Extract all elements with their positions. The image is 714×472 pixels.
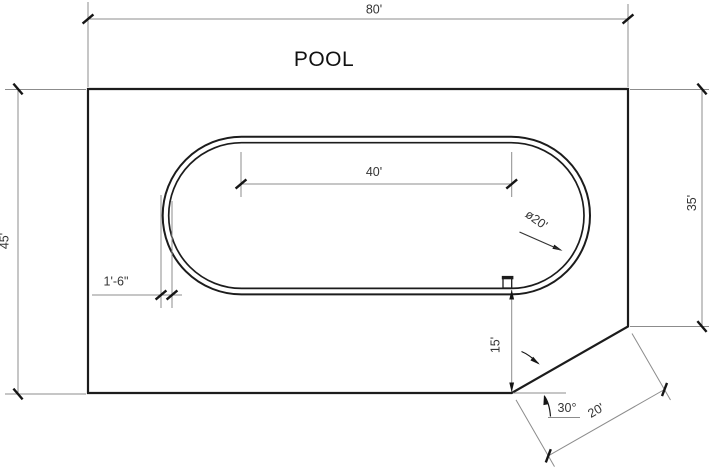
dim-label-pool-length: 40' [366, 165, 382, 179]
skimmer-detail [501, 275, 514, 289]
dim-line-20ft [548, 389, 665, 457]
pool-inner-wall [167, 141, 585, 290]
dimension-arrows [509, 244, 563, 406]
dim-label-corner-edge: 20' [585, 400, 606, 420]
dim-label-overall-width: 80' [366, 3, 382, 17]
diameter-leader-line [519, 231, 561, 251]
pool-outer-wall [161, 135, 591, 296]
angle-dimension-arcs [521, 350, 552, 417]
dim-label-right-height: 35' [685, 195, 699, 211]
dim-label-corner-angle: 30° [558, 401, 577, 415]
dim-label-wall-thickness: 1'-6" [104, 275, 129, 289]
drawing-title: POOL [294, 48, 354, 71]
dimension-ticks [12, 13, 708, 463]
dim-label-left-height: 45' [0, 233, 12, 249]
dimension-lines [17, 18, 703, 457]
deck-outline [86, 87, 630, 395]
extension-lines [5, 2, 709, 467]
dim-label-end-diameter: ø20' [523, 207, 551, 232]
dim-label-corner-rise: 15' [489, 337, 503, 353]
